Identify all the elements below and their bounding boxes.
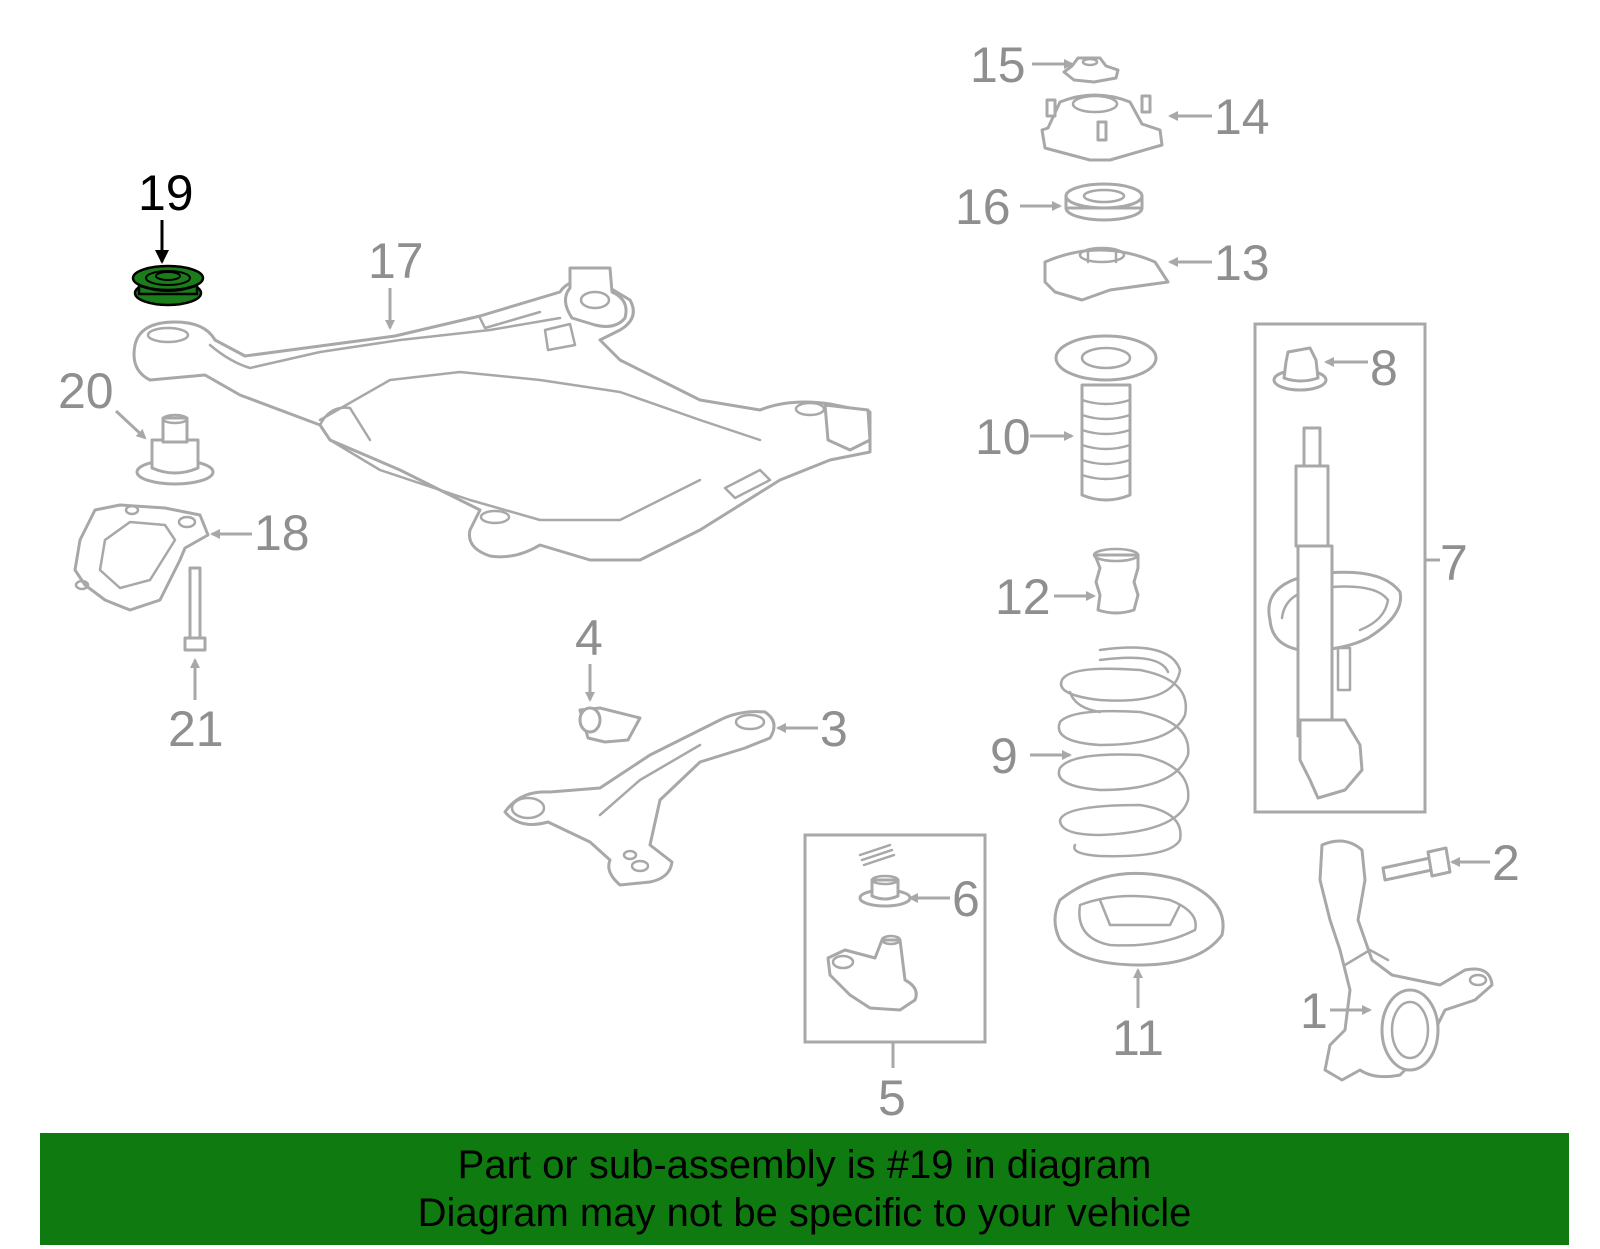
part-11-spring-insulator[interactable]: [1053, 871, 1225, 967]
part-19-mount-cushion[interactable]: [131, 264, 205, 307]
banner-line-2: Diagram may not be specific to your vehi…: [417, 1191, 1192, 1235]
callout-17-label: 17: [368, 233, 424, 289]
callout-13-label: 13: [1214, 235, 1270, 291]
callout-19-label: 19: [138, 165, 194, 221]
part-21-bolt[interactable]: [183, 566, 207, 652]
part-9-coil-spring[interactable]: [1057, 646, 1190, 858]
callout-6-label: 6: [952, 871, 980, 927]
callout-15-label: 15: [970, 37, 1026, 93]
callout-21-label: 21: [168, 701, 224, 757]
part-14-strut-mount[interactable]: [1040, 93, 1164, 162]
part-8-nut[interactable]: [1272, 346, 1328, 392]
part-6-boot[interactable]: [858, 843, 912, 908]
highlight-banner: Part or sub-assembly is #19 in diagram D…: [40, 1133, 1569, 1245]
callout-5-label: 5: [878, 1070, 906, 1126]
group-7-box: [1253, 322, 1427, 814]
callout-7-label: 7: [1440, 535, 1468, 591]
part-3-lower-control-arm[interactable]: [503, 710, 776, 887]
part-16-bearing[interactable]: [1064, 182, 1144, 222]
part-15-nut[interactable]: [1062, 56, 1120, 84]
banner-line-1: Part or sub-assembly is #19 in diagram: [457, 1143, 1152, 1187]
part-4-bushing[interactable]: [578, 706, 642, 744]
callout-20-label: 20: [58, 363, 114, 419]
part-13-upper-spring-seat[interactable]: [1043, 246, 1170, 302]
part-5-ball-joint[interactable]: [826, 934, 918, 1012]
callout-11-label: 11: [1112, 1010, 1164, 1066]
part-12-bump-stop[interactable]: [1092, 547, 1140, 615]
callout-14-label: 14: [1214, 89, 1270, 145]
callout-8-label: 8: [1370, 340, 1398, 396]
callout-10-label: 10: [975, 409, 1031, 465]
part-2-bolt[interactable]: [1381, 846, 1452, 882]
group-5-box: [803, 833, 987, 1044]
part-10-dust-boot[interactable]: [1054, 334, 1158, 502]
callout-2-label: 2: [1492, 835, 1520, 891]
part-18-bracket[interactable]: [73, 503, 210, 612]
callout-12-label: 12: [995, 569, 1051, 625]
callout-18-label: 18: [254, 505, 310, 561]
callout-16-label: 16: [955, 179, 1011, 235]
callout-3-label: 3: [820, 701, 848, 757]
callout-9-label: 9: [990, 728, 1018, 784]
part-17-crossmember[interactable]: [132, 266, 872, 562]
part-20-mount[interactable]: [135, 413, 215, 486]
callout-1-label: 1: [1300, 983, 1328, 1039]
callout-4-label: 4: [575, 610, 603, 666]
part-7-strut[interactable]: [1267, 426, 1403, 800]
part-1-steering-knuckle[interactable]: [1318, 839, 1494, 1082]
